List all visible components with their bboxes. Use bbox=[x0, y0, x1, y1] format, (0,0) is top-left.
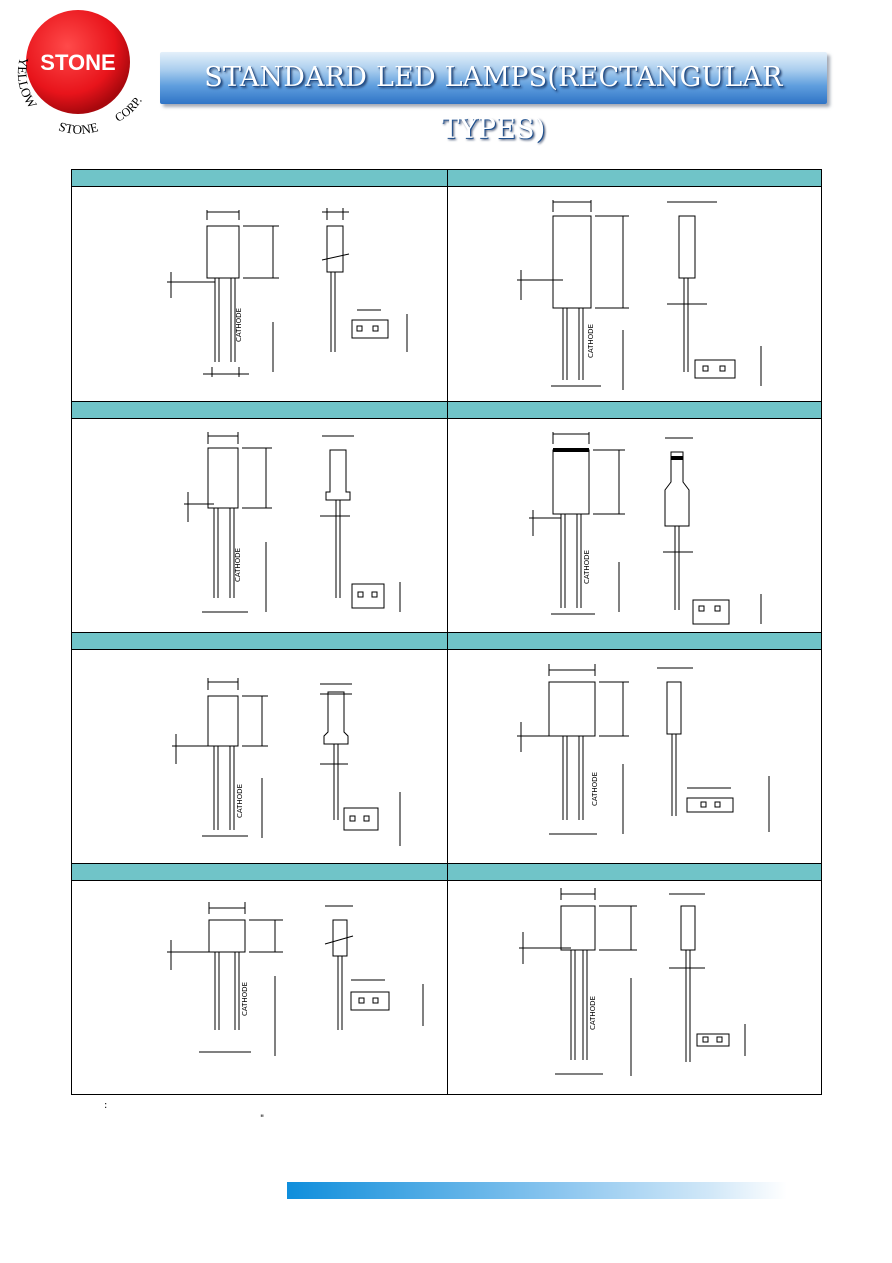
cell-header bbox=[72, 170, 447, 187]
company-logo: STONE YELLOW STONE CORP. bbox=[0, 2, 160, 137]
svg-text:CATHODE: CATHODE bbox=[241, 982, 249, 1016]
cell-header bbox=[448, 170, 821, 187]
led-drawing-4: CATHODE bbox=[529, 432, 819, 632]
cell-header bbox=[72, 864, 447, 881]
notes-quote-mark: " bbox=[260, 1114, 265, 1124]
svg-text:STONE: STONE bbox=[40, 50, 115, 75]
cell-header bbox=[72, 633, 447, 650]
svg-text:CATHODE: CATHODE bbox=[235, 308, 243, 342]
grid-divider bbox=[72, 863, 821, 864]
svg-text:CATHODE: CATHODE bbox=[589, 996, 597, 1030]
page-title: STANDARD LED LAMPS(RECTANGULAR TYPES) bbox=[204, 62, 783, 145]
svg-text:CATHODE: CATHODE bbox=[587, 324, 595, 358]
grid-divider bbox=[72, 632, 821, 633]
title-banner: STANDARD LED LAMPS(RECTANGULAR TYPES) bbox=[160, 52, 827, 145]
cell-header bbox=[448, 633, 821, 650]
footer-gradient-bar bbox=[287, 1182, 787, 1199]
svg-text:CATHODE: CATHODE bbox=[236, 784, 244, 818]
logo-seal-icon: STONE YELLOW STONE CORP. bbox=[15, 10, 145, 137]
led-drawing-5: CATHODE bbox=[172, 678, 422, 858]
svg-text:CATHODE: CATHODE bbox=[591, 772, 599, 806]
led-drawing-7: CATHODE bbox=[167, 896, 437, 1091]
led-drawing-3: CATHODE bbox=[184, 432, 414, 617]
svg-text:CATHODE: CATHODE bbox=[583, 550, 591, 584]
cell-header bbox=[448, 402, 821, 419]
notes-marker: : bbox=[104, 1100, 108, 1111]
svg-text:CORP.: CORP. bbox=[112, 94, 144, 125]
cell-header bbox=[448, 864, 821, 881]
led-drawing-2: CATHODE bbox=[517, 200, 817, 390]
cell-header bbox=[72, 402, 447, 419]
svg-text:CATHODE: CATHODE bbox=[234, 548, 242, 582]
led-drawing-1: CATHODE bbox=[167, 202, 427, 382]
drawing-grid: CATHODE CATHODE bbox=[71, 169, 822, 1095]
svg-text:STONE: STONE bbox=[57, 119, 100, 137]
grid-divider bbox=[72, 401, 821, 402]
led-drawing-6: CATHODE bbox=[517, 664, 807, 849]
led-drawing-8: CATHODE bbox=[519, 888, 809, 1083]
